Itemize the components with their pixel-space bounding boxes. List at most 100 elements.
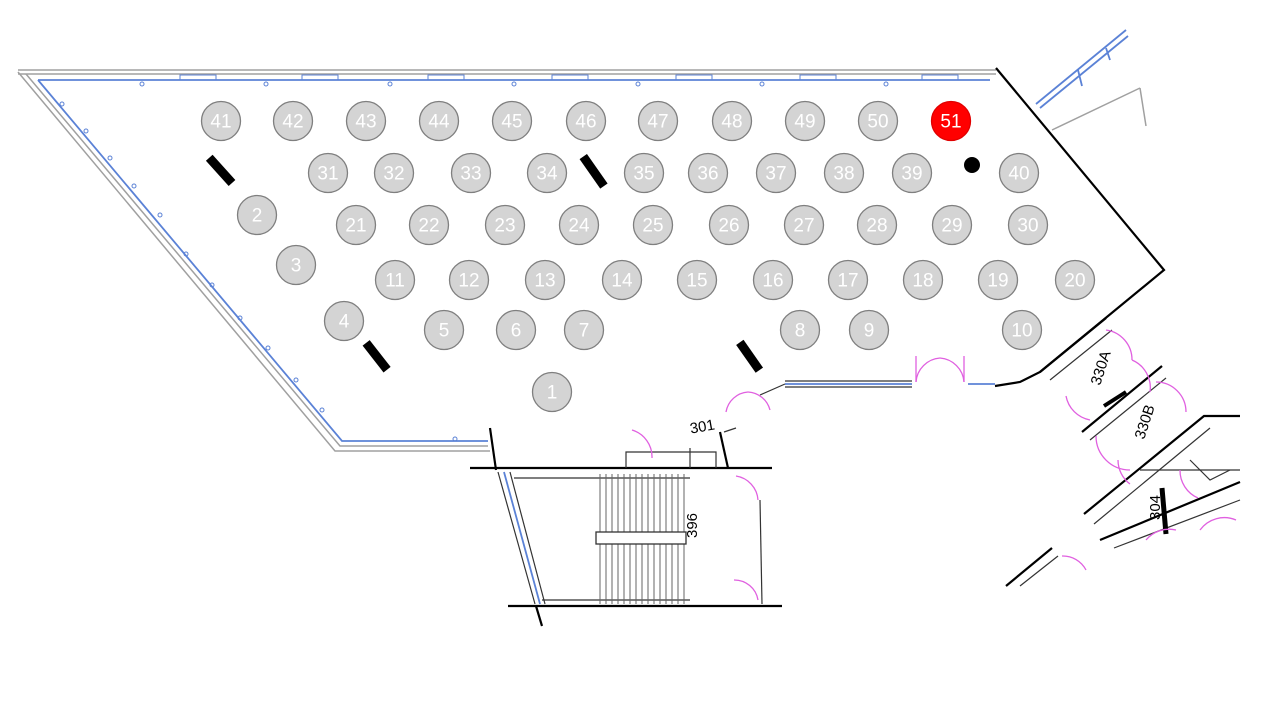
table-circle[interactable] bbox=[977, 259, 1019, 301]
table-15[interactable]: 15 bbox=[676, 259, 718, 301]
table-34[interactable]: 34 bbox=[526, 152, 568, 194]
table-circle[interactable] bbox=[565, 100, 607, 142]
table-6[interactable]: 6 bbox=[495, 309, 537, 351]
table-17[interactable]: 17 bbox=[827, 259, 869, 301]
table-circle[interactable] bbox=[823, 152, 865, 194]
table-circle[interactable] bbox=[531, 371, 573, 413]
table-8[interactable]: 8 bbox=[779, 309, 821, 351]
table-19[interactable]: 19 bbox=[977, 259, 1019, 301]
table-4[interactable]: 4 bbox=[323, 300, 365, 342]
table-10[interactable]: 10 bbox=[1001, 309, 1043, 351]
table-circle[interactable] bbox=[373, 152, 415, 194]
table-18[interactable]: 18 bbox=[902, 259, 944, 301]
table-2[interactable]: 2 bbox=[236, 194, 278, 236]
table-circle[interactable] bbox=[448, 259, 490, 301]
table-circle[interactable] bbox=[902, 259, 944, 301]
table-circle[interactable] bbox=[779, 309, 821, 351]
table-circle[interactable] bbox=[450, 152, 492, 194]
table-circle[interactable] bbox=[374, 259, 416, 301]
table-circle[interactable] bbox=[623, 152, 665, 194]
table-37[interactable]: 37 bbox=[755, 152, 797, 194]
table-circle[interactable] bbox=[423, 309, 465, 351]
table-23[interactable]: 23 bbox=[484, 204, 526, 246]
table-28[interactable]: 28 bbox=[856, 204, 898, 246]
table-45[interactable]: 45 bbox=[491, 100, 533, 142]
table-circle[interactable] bbox=[408, 204, 450, 246]
table-circle[interactable] bbox=[526, 152, 568, 194]
table-9[interactable]: 9 bbox=[848, 309, 890, 351]
table-circle[interactable] bbox=[275, 244, 317, 286]
table-42[interactable]: 42 bbox=[272, 100, 314, 142]
table-24[interactable]: 24 bbox=[558, 204, 600, 246]
table-44[interactable]: 44 bbox=[418, 100, 460, 142]
table-13[interactable]: 13 bbox=[524, 259, 566, 301]
table-51[interactable]: 51 bbox=[930, 100, 972, 142]
table-circle[interactable] bbox=[491, 100, 533, 142]
table-39[interactable]: 39 bbox=[891, 152, 933, 194]
table-circle[interactable] bbox=[857, 100, 899, 142]
table-29[interactable]: 29 bbox=[931, 204, 973, 246]
table-41[interactable]: 41 bbox=[200, 100, 242, 142]
table-3[interactable]: 3 bbox=[275, 244, 317, 286]
table-36[interactable]: 36 bbox=[687, 152, 729, 194]
table-circle[interactable] bbox=[998, 152, 1040, 194]
table-31[interactable]: 31 bbox=[307, 152, 349, 194]
table-circle[interactable] bbox=[307, 152, 349, 194]
table-1[interactable]: 1 bbox=[531, 371, 573, 413]
table-circle[interactable] bbox=[484, 204, 526, 246]
table-circle[interactable] bbox=[345, 100, 387, 142]
table-circle[interactable] bbox=[1007, 204, 1049, 246]
table-circle[interactable] bbox=[1054, 259, 1096, 301]
table-11[interactable]: 11 bbox=[374, 259, 416, 301]
table-circle[interactable] bbox=[601, 259, 643, 301]
table-7[interactable]: 7 bbox=[563, 309, 605, 351]
table-43[interactable]: 43 bbox=[345, 100, 387, 142]
table-26[interactable]: 26 bbox=[708, 204, 750, 246]
table-circle[interactable] bbox=[676, 259, 718, 301]
table-circle[interactable] bbox=[931, 204, 973, 246]
table-circle[interactable] bbox=[272, 100, 314, 142]
table-20[interactable]: 20 bbox=[1054, 259, 1096, 301]
table-circle[interactable] bbox=[524, 259, 566, 301]
table-circle[interactable] bbox=[632, 204, 674, 246]
table-50[interactable]: 50 bbox=[857, 100, 899, 142]
table-circle[interactable] bbox=[783, 204, 825, 246]
table-circle[interactable] bbox=[752, 259, 794, 301]
table-25[interactable]: 25 bbox=[632, 204, 674, 246]
table-circle[interactable] bbox=[827, 259, 869, 301]
table-14[interactable]: 14 bbox=[601, 259, 643, 301]
table-circle[interactable] bbox=[784, 100, 826, 142]
table-circle[interactable] bbox=[755, 152, 797, 194]
table-30[interactable]: 30 bbox=[1007, 204, 1049, 246]
table-circle[interactable] bbox=[495, 309, 537, 351]
table-circle[interactable] bbox=[236, 194, 278, 236]
table-circle[interactable] bbox=[891, 152, 933, 194]
table-40[interactable]: 40 bbox=[998, 152, 1040, 194]
table-22[interactable]: 22 bbox=[408, 204, 450, 246]
table-21[interactable]: 21 bbox=[335, 204, 377, 246]
table-33[interactable]: 33 bbox=[450, 152, 492, 194]
table-circle[interactable] bbox=[563, 309, 605, 351]
table-27[interactable]: 27 bbox=[783, 204, 825, 246]
table-16[interactable]: 16 bbox=[752, 259, 794, 301]
table-circle[interactable] bbox=[558, 204, 600, 246]
table-circle[interactable] bbox=[323, 300, 365, 342]
table-47[interactable]: 47 bbox=[637, 100, 679, 142]
table-circle[interactable] bbox=[687, 152, 729, 194]
table-circle[interactable] bbox=[200, 100, 242, 142]
table-49[interactable]: 49 bbox=[784, 100, 826, 142]
table-circle[interactable] bbox=[335, 204, 377, 246]
table-38[interactable]: 38 bbox=[823, 152, 865, 194]
table-35[interactable]: 35 bbox=[623, 152, 665, 194]
table-circle[interactable] bbox=[418, 100, 460, 142]
table-circle[interactable] bbox=[711, 100, 753, 142]
table-circle[interactable] bbox=[708, 204, 750, 246]
table-circle[interactable] bbox=[1001, 309, 1043, 351]
table-circle[interactable] bbox=[930, 100, 972, 142]
table-circle[interactable] bbox=[637, 100, 679, 142]
table-32[interactable]: 32 bbox=[373, 152, 415, 194]
table-12[interactable]: 12 bbox=[448, 259, 490, 301]
table-48[interactable]: 48 bbox=[711, 100, 753, 142]
table-circle[interactable] bbox=[856, 204, 898, 246]
table-5[interactable]: 5 bbox=[423, 309, 465, 351]
